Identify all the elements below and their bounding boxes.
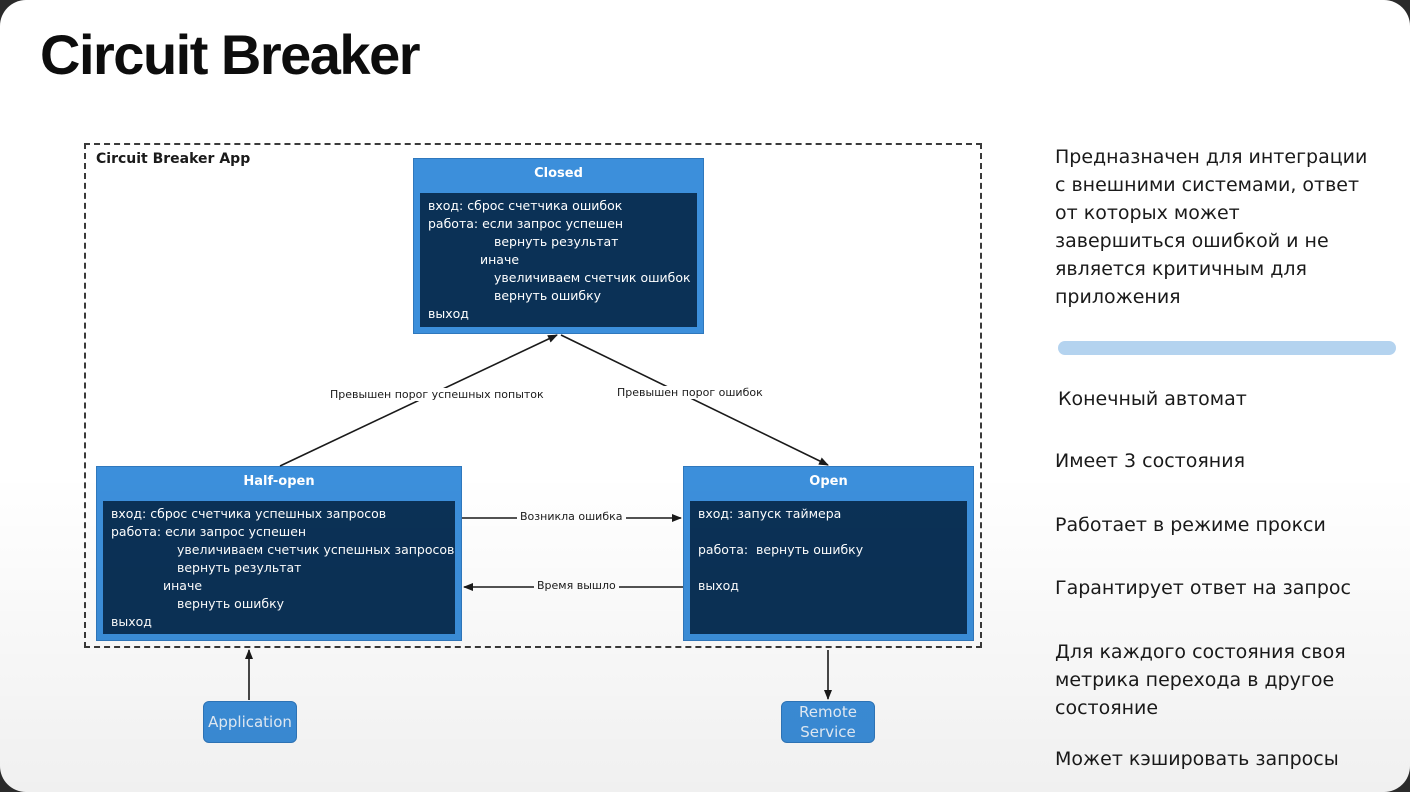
application-box: Application: [203, 701, 297, 743]
label-open-to-half-open: Время вышло: [534, 579, 619, 592]
open-line-work: работа: вернуть ошибку: [698, 542, 864, 557]
application-label: Application: [208, 713, 292, 731]
half-open-line-exit: выход: [111, 614, 152, 629]
closed-line-entry: вход: сброс счетчика ошибок: [428, 198, 623, 213]
closed-line-else: иначе: [480, 252, 520, 267]
state-half-open-title: Half-open: [243, 474, 315, 489]
remote-service-label-line2: Service: [800, 723, 856, 741]
closed-line-return-result: вернуть результат: [494, 234, 619, 249]
half-open-line-increment: увеличиваем счетчик успешных запросов: [177, 542, 455, 557]
closed-line-increment: увеличиваем счетчик ошибок: [494, 270, 691, 285]
state-half-open: Half-open вход: сброс счетчика успешных …: [96, 466, 462, 641]
feature-guaranteed-response: Гарантирует ответ на запрос: [1055, 577, 1351, 599]
open-line-exit: выход: [698, 578, 739, 593]
purpose-text: Предназначен для интеграции с внешними с…: [1055, 146, 1368, 308]
label-closed-to-open: Превышен порог ошибок: [614, 386, 766, 399]
arrow-closed-to-open: [560, 334, 829, 466]
feature-proxy-mode: Работает в режиме прокси: [1055, 514, 1326, 536]
remote-service-box: Remote Service: [781, 701, 875, 743]
feature-caching: Может кэшировать запросы: [1055, 748, 1339, 770]
remote-service-label-line1: Remote: [799, 703, 857, 721]
state-closed-title: Closed: [534, 166, 583, 181]
half-open-line-work: работа: если запрос успешен: [111, 524, 307, 539]
app-boundary-label: Circuit Breaker App: [96, 151, 251, 167]
half-open-line-return-error: вернуть ошибку: [177, 596, 285, 611]
slide-title: Circuit Breaker: [40, 23, 421, 86]
label-half-open-to-closed: Превышен порог успешных попыток: [327, 388, 547, 401]
feature-finite-automaton: Конечный автомат: [1058, 388, 1247, 410]
state-closed-body: вход: сброс счетчика ошибок работа: если…: [420, 193, 697, 327]
open-line-entry: вход: запуск таймера: [698, 506, 842, 521]
half-open-line-return-result: вернуть результат: [177, 560, 302, 575]
feature-three-states: Имеет 3 состояния: [1055, 450, 1245, 472]
feature-transition-metric: Для каждого состояния своя метрика перех…: [1055, 641, 1346, 719]
section-divider: [1058, 341, 1396, 355]
closed-line-exit: выход: [428, 306, 469, 321]
state-open-body: вход: запуск таймера работа: вернуть оши…: [690, 501, 967, 634]
state-open-title: Open: [809, 474, 848, 489]
app-boundary: [84, 143, 982, 648]
half-open-line-else: иначе: [163, 578, 203, 593]
half-open-line-entry: вход: сброс счетчика успешных запросов: [111, 506, 387, 521]
state-half-open-body: вход: сброс счетчика успешных запросов р…: [103, 501, 455, 634]
label-half-open-to-open: Возникла ошибка: [517, 510, 626, 523]
closed-line-work: работа: если запрос успешен: [428, 216, 624, 231]
closed-line-return-error: вернуть ошибку: [494, 288, 602, 303]
state-open: Open вход: запуск таймера работа: вернут…: [683, 466, 974, 641]
state-closed: Closed вход: сброс счетчика ошибок работ…: [413, 158, 704, 334]
